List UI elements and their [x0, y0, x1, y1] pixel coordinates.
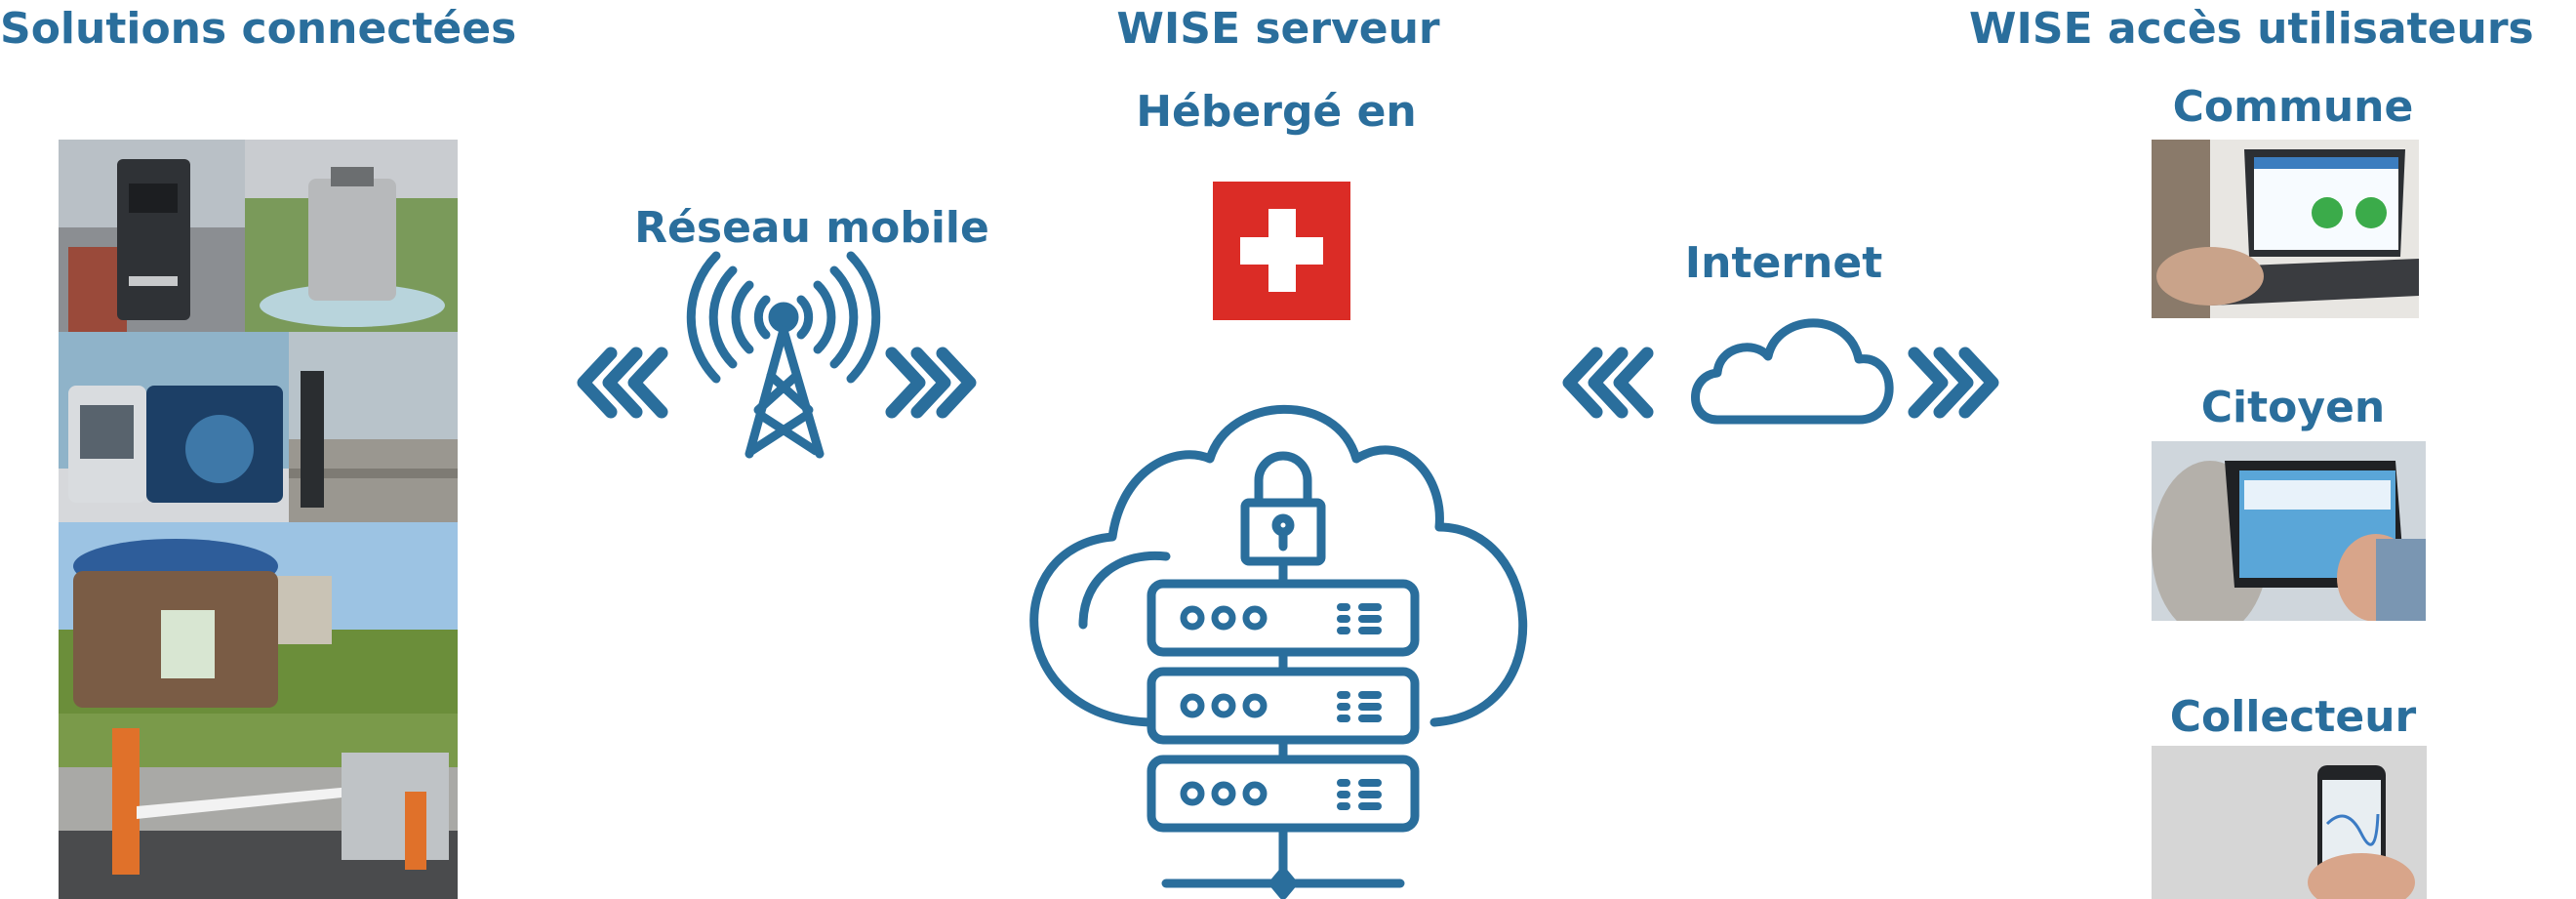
cloud-server-icon [1029, 404, 1528, 899]
radio-antenna-icon [686, 251, 881, 459]
photo-kiosk [59, 332, 289, 522]
cloud-icon [1691, 318, 1894, 425]
photo-citoyen-tablet [2152, 441, 2426, 621]
solutions-heading: Solutions connectées [0, 4, 517, 54]
chevrons-left-icon [577, 347, 668, 419]
mobile-network-label: Réseau mobile [634, 203, 989, 253]
user-label-citoyen: Citoyen [2200, 383, 2386, 432]
photo-street-terminal [289, 332, 458, 522]
chevrons-right-icon [885, 347, 977, 419]
swiss-flag-icon [1213, 182, 1350, 320]
photo-smart-bin [59, 140, 245, 332]
user-label-commune: Commune [2172, 82, 2414, 132]
server-heading: WISE serveur [1116, 4, 1440, 54]
user-access-heading: WISE accès utilisateurs [1969, 4, 2534, 54]
padlock-icon [1240, 451, 1326, 566]
internet-label: Internet [1684, 238, 1883, 288]
photo-commune-laptop [2152, 140, 2419, 318]
chevrons-left-icon [1562, 347, 1654, 419]
chevrons-right-icon [1908, 347, 1999, 419]
photo-collection-point [59, 522, 458, 714]
user-label-collecteur: Collecteur [2169, 692, 2417, 742]
photo-access-barrier [59, 714, 458, 899]
photo-steel-bin [245, 140, 458, 332]
photo-collecteur-phone [2152, 746, 2427, 899]
hosted-heading: Hébergé en [1136, 87, 1417, 137]
